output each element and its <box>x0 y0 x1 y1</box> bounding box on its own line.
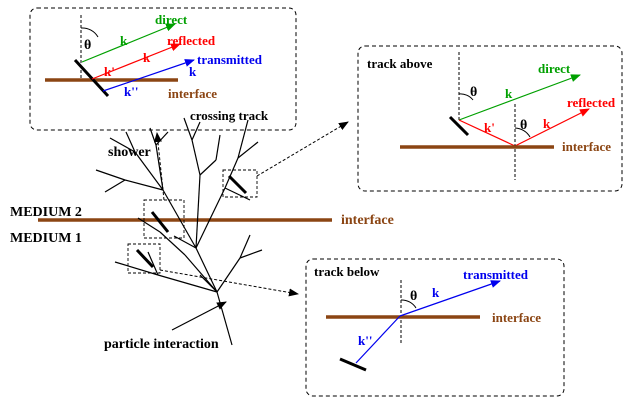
below-k-dprime: k'' <box>358 333 372 348</box>
above-reflected-ray <box>514 108 590 147</box>
selection-box-below <box>127 243 161 274</box>
below-theta: θ <box>410 289 417 304</box>
crossing-caption: crossing track <box>190 108 269 123</box>
above-track <box>448 115 470 137</box>
panel-crossing-frame <box>29 7 297 131</box>
connector-above <box>256 121 349 177</box>
selection-box-above <box>222 169 258 198</box>
above-reflected-path <box>458 119 516 147</box>
above-k-prime: k' <box>484 120 495 135</box>
crossing-interface-label: interface <box>168 86 217 101</box>
crossing-theta: θ <box>84 38 91 53</box>
connector-below <box>159 269 299 297</box>
crossing-transmitted-ray <box>102 59 195 92</box>
above-theta: θ <box>470 85 477 100</box>
interaction-arrow <box>171 301 227 331</box>
crossing-k-reflected: k <box>143 50 151 65</box>
above-k-direct: k <box>505 86 513 101</box>
above-title: track above <box>367 56 433 71</box>
main-scene: MEDIUM 2 MEDIUM 1 interface shower <box>10 117 394 352</box>
panel-above-frame <box>357 45 623 192</box>
below-incoming-ray <box>355 315 401 364</box>
above-theta-2: θ <box>520 118 527 133</box>
crossing-k-transmitted: k <box>189 64 197 79</box>
above-k-reflected: k <box>543 116 551 131</box>
track-segment-above <box>227 174 248 195</box>
panel-track-below: track below θ transmitted k k'' interfac… <box>305 258 565 397</box>
crossing-k-prime: k' <box>104 64 115 79</box>
above-direct-ray <box>458 74 581 121</box>
below-k: k <box>432 285 440 300</box>
below-transmitted-ray <box>399 280 501 317</box>
below-interface-label: interface <box>492 310 541 325</box>
crossing-track <box>73 58 110 98</box>
connector-crossing <box>153 132 165 201</box>
crossing-reflected-ray <box>91 43 181 80</box>
main-interface-label: interface <box>341 213 394 228</box>
track-segment-below <box>135 248 155 269</box>
track-segment-crossing <box>150 211 170 233</box>
interaction-label: particle interaction <box>104 337 219 352</box>
panel-crossing-track: θ direct reflected transmitted k k k k' … <box>29 7 297 131</box>
below-track <box>339 357 367 372</box>
crossing-reflected-label: reflected <box>167 33 216 48</box>
below-theta-arc <box>400 299 417 309</box>
crossing-k-direct: k <box>120 33 128 48</box>
crossing-theta-arc <box>80 27 99 38</box>
panel-track-above: track above θ θ direct reflected k k k' … <box>357 45 623 192</box>
below-title: track below <box>314 264 380 279</box>
medium-2-label: MEDIUM 2 <box>10 205 82 220</box>
crossing-direct-label: direct <box>155 12 188 27</box>
above-theta-arc <box>458 93 474 101</box>
above-direct-label: direct <box>538 61 571 76</box>
medium-1-label: MEDIUM 1 <box>10 231 82 246</box>
crossing-transmitted-label: transmitted <box>197 52 263 67</box>
above-theta-arc-2 <box>514 127 531 138</box>
crossing-k-dprime: k'' <box>124 84 138 99</box>
panel-below-frame <box>305 258 565 397</box>
above-interface-label: interface <box>562 139 611 154</box>
below-transmitted-label: transmitted <box>463 267 529 282</box>
above-reflected-label: reflected <box>567 95 616 110</box>
shower-label: shower <box>108 145 151 160</box>
crossing-direct-ray <box>81 23 176 63</box>
